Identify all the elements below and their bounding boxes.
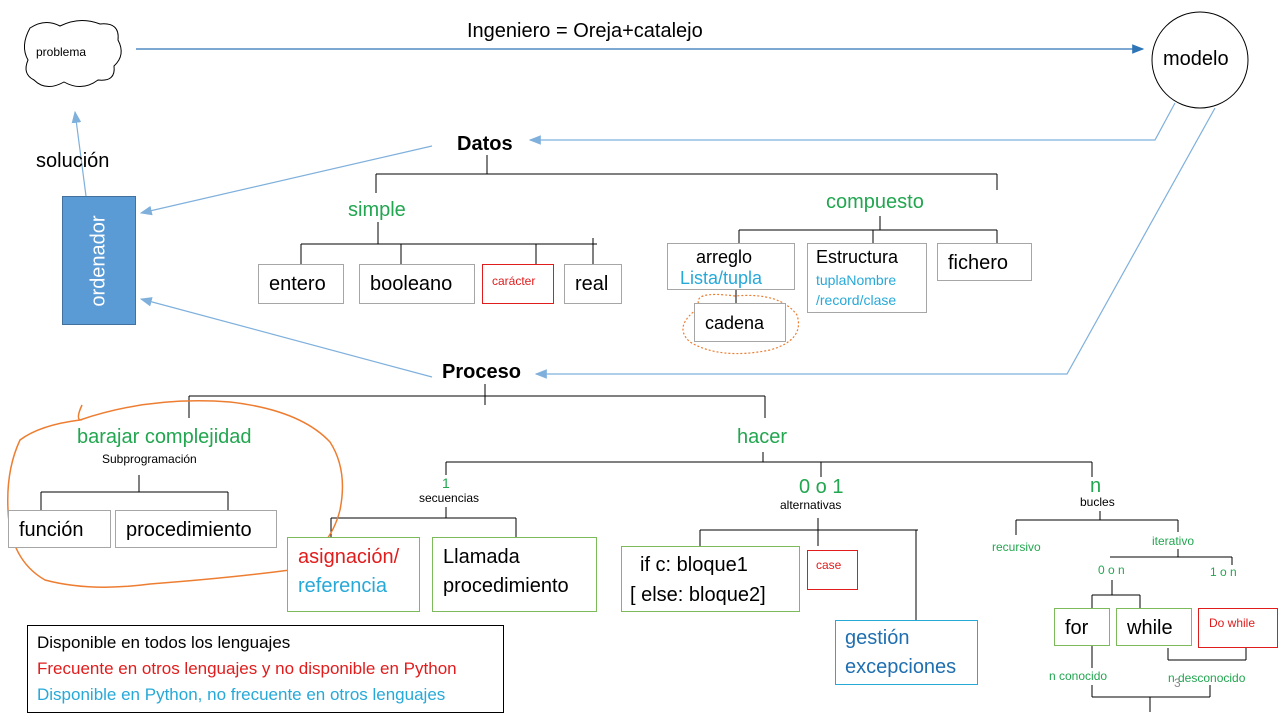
case-label: case	[816, 558, 842, 572]
estructura-sub2: /record/clase	[816, 292, 897, 308]
ordenador-label: ordenador	[87, 214, 110, 307]
procedimiento-box: procedimiento	[115, 510, 277, 548]
funcion-label: función	[19, 519, 84, 541]
lista-tupla-label: Lista/tupla	[680, 268, 763, 288]
real-box: real	[564, 264, 622, 304]
barajar-label: barajar complejidad	[77, 426, 252, 448]
legend-line-1: Disponible en todos los lenguajes	[37, 633, 291, 652]
llamada-label-2: procedimiento	[443, 575, 569, 597]
simple-label: simple	[348, 199, 406, 221]
if-else-box: if c: bloque1 [ else: bloque2]	[621, 546, 800, 612]
modelo-label: modelo	[1163, 48, 1229, 70]
llamada-label-1: Llamada	[443, 546, 520, 568]
legend-line-2: Frecuente en otros lenguajes y no dispon…	[37, 659, 457, 678]
cero-o-n-label: 0 o n	[1098, 563, 1125, 577]
real-label: real	[575, 273, 609, 295]
problema-label: problema	[36, 45, 87, 59]
caracter-label: carácter	[492, 274, 536, 288]
caracter-box: carácter	[482, 264, 554, 304]
bucles-count: n	[1090, 475, 1102, 497]
page-number: 3	[1174, 676, 1181, 690]
barajar-highlight-scribble	[7, 400, 344, 588]
gestion-box: gestión excepciones	[835, 620, 978, 685]
secuencias-count: 1	[442, 475, 450, 491]
recursivo-label: recursivo	[992, 540, 1041, 554]
entero-label: entero	[269, 273, 326, 295]
case-box: case	[807, 550, 858, 590]
problema-cloud-shape	[24, 20, 122, 87]
while-box: while	[1116, 608, 1192, 646]
legend-box: Disponible en todos los lenguajes Frecue…	[27, 625, 504, 713]
legend-line-3: Disponible en Python, no frecuente en ot…	[37, 685, 446, 704]
booleano-box: booleano	[359, 264, 475, 304]
alternativas-label: alternativas	[780, 498, 842, 512]
estructura-box: Estructura tuplaNombre /record/clase	[807, 243, 927, 313]
gestion-label-1: gestión	[845, 627, 910, 649]
cadena-box: cadena	[694, 303, 786, 342]
hacer-label: hacer	[737, 426, 788, 448]
booleano-label: booleano	[370, 273, 453, 295]
alternativas-count: 0 o 1	[799, 476, 844, 498]
compuesto-label: compuesto	[826, 191, 924, 213]
asignacion-box: asignación/ referencia	[287, 537, 420, 612]
fichero-label: fichero	[948, 252, 1009, 274]
if-label-1: if c: bloque1	[640, 554, 748, 576]
estructura-sub1: tuplaNombre	[816, 272, 897, 288]
uno-o-n-label: 1 o n	[1210, 565, 1237, 579]
page-title: Ingeniero = Oreja+catalejo	[467, 20, 703, 42]
fichero-box: fichero	[937, 243, 1032, 281]
funcion-box: función	[8, 510, 111, 548]
arreglo-label: arreglo	[696, 247, 753, 267]
bucles-label: bucles	[1080, 495, 1115, 509]
if-label-2: [ else: bloque2]	[630, 584, 766, 606]
entero-box: entero	[258, 264, 344, 304]
n-conocido-label: n conocido	[1049, 669, 1108, 683]
asignacion-label-1: asignación/	[298, 546, 400, 568]
do-while-label: Do while	[1209, 616, 1256, 630]
iterativo-label: iterativo	[1152, 534, 1195, 548]
solucion-label: solución	[36, 150, 110, 172]
gestion-label-2: excepciones	[845, 656, 957, 678]
estructura-label: Estructura	[816, 247, 899, 267]
ordenador-box: ordenador	[62, 196, 136, 325]
n-desconocido-label: n desconocido	[1168, 671, 1246, 685]
arreglo-box: arreglo Lista/tupla	[667, 243, 795, 290]
subprogramacion-label: Subprogramación	[102, 452, 197, 466]
for-box: for	[1054, 608, 1110, 646]
llamada-box: Llamada procedimiento	[432, 537, 597, 612]
cadena-label: cadena	[705, 313, 765, 333]
while-label: while	[1127, 617, 1173, 639]
do-while-box: Do while	[1198, 608, 1278, 648]
procedimiento-label: procedimiento	[126, 519, 252, 541]
modelo-circle	[1151, 11, 1249, 109]
secuencias-label: secuencias	[419, 491, 480, 505]
asignacion-label-2: referencia	[298, 575, 387, 597]
for-label: for	[1065, 617, 1089, 639]
cadena-highlight-scribble	[682, 293, 799, 355]
proceso-label: Proceso	[442, 361, 521, 383]
datos-label: Datos	[457, 133, 513, 155]
